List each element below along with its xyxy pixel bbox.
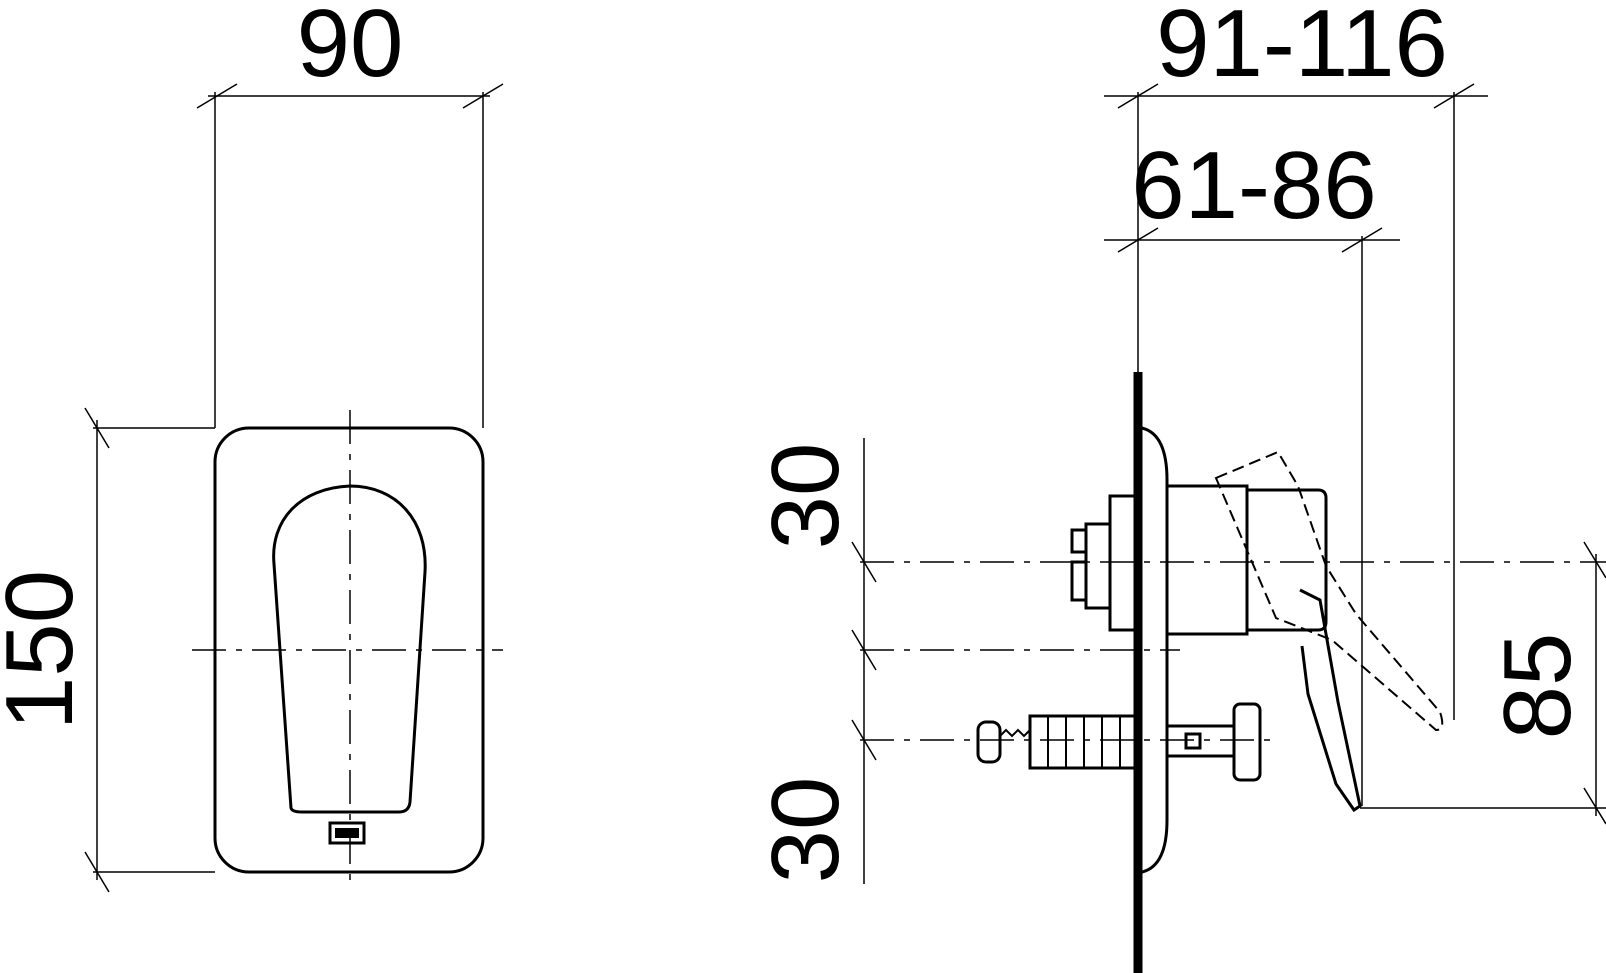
logo-badge-inner bbox=[335, 828, 359, 838]
height-dimension-label: 150 bbox=[0, 570, 93, 730]
diverter-slot bbox=[1184, 732, 1202, 750]
tick bbox=[851, 629, 877, 671]
mixer-body bbox=[1165, 484, 1249, 636]
side-lever-outline bbox=[1299, 588, 1362, 813]
tick bbox=[851, 541, 877, 583]
rear-spindle-tip bbox=[1070, 560, 1088, 602]
tick bbox=[84, 407, 110, 449]
rear-spindle bbox=[1084, 522, 1112, 610]
tick bbox=[1433, 83, 1475, 109]
tick bbox=[1341, 227, 1383, 253]
tick bbox=[462, 83, 504, 109]
tick bbox=[1583, 787, 1606, 825]
handle-height-label: 85 bbox=[1484, 633, 1591, 740]
width-dimension-label: 90 bbox=[297, 0, 404, 97]
side-view bbox=[851, 83, 1606, 973]
min-projection-label: 61-86 bbox=[1131, 132, 1377, 239]
tick bbox=[196, 83, 238, 109]
front-lever-outline bbox=[272, 484, 427, 814]
cartridge-nose bbox=[976, 720, 1002, 764]
tick bbox=[84, 851, 110, 893]
front-view bbox=[84, 83, 504, 893]
side-lever-raised-dashed bbox=[1214, 450, 1444, 732]
tick bbox=[851, 719, 877, 761]
tick bbox=[1117, 227, 1159, 253]
diverter-knob bbox=[1232, 702, 1262, 782]
max-projection-label: 91-116 bbox=[1156, 0, 1448, 97]
upper-spacing-label: 30 bbox=[752, 443, 859, 550]
rear-spindle-cap bbox=[1070, 528, 1088, 554]
logo-badge bbox=[328, 821, 366, 845]
cartridge-thread bbox=[999, 728, 1031, 738]
tick bbox=[1583, 541, 1606, 579]
handle-hub bbox=[1247, 488, 1328, 632]
lower-spacing-label: 30 bbox=[752, 777, 859, 884]
tick bbox=[1117, 83, 1159, 109]
